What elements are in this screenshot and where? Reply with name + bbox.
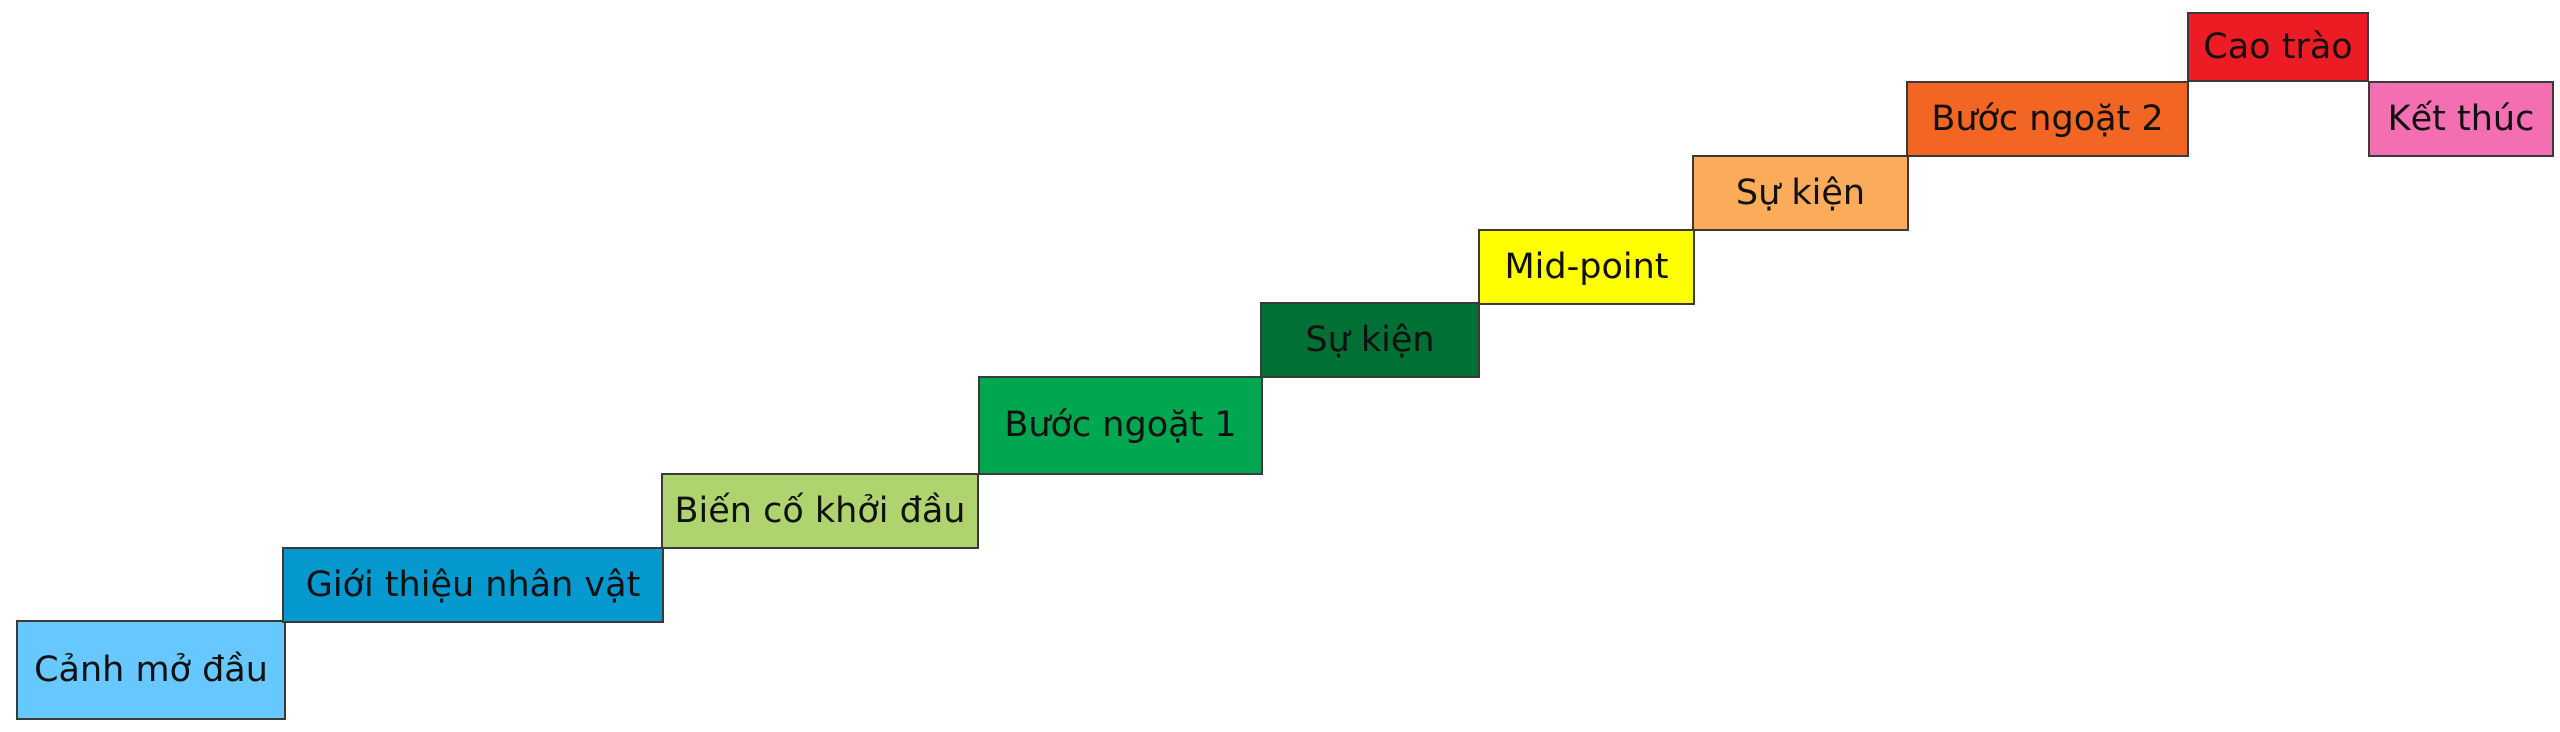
step-label: Kết thúc [2387,98,2535,139]
step-label: Sự kiện [1735,172,1866,213]
step-turning-point-1: Bước ngoặt 1 [978,376,1263,475]
step-label: Bước ngoặt 2 [1931,98,2164,139]
step-label: Giới thiệu nhân vật [305,564,641,605]
step-mid-point: Mid-point [1478,229,1695,305]
step-turning-point-2: Bước ngoặt 2 [1906,81,2189,157]
step-label: Sự kiện [1305,319,1435,360]
step-climax: Cao trào [2187,12,2369,82]
step-label: Bước ngoặt 1 [1004,405,1237,445]
step-ending: Kết thúc [2368,81,2554,157]
step-label: Mid-point [1504,246,1669,287]
step-character-introduction: Giới thiệu nhân vật [282,547,664,623]
step-opening-scene: Cảnh mở đầu [16,620,286,720]
step-label: Cao trào [2203,26,2353,67]
step-event-1: Sự kiện [1260,302,1480,378]
step-inciting-incident: Biến cố khởi đầu [661,473,979,549]
step-label: Biến cố khởi đầu [674,490,966,531]
step-event-2: Sự kiện [1692,155,1909,231]
step-label: Cảnh mở đầu [34,649,268,690]
